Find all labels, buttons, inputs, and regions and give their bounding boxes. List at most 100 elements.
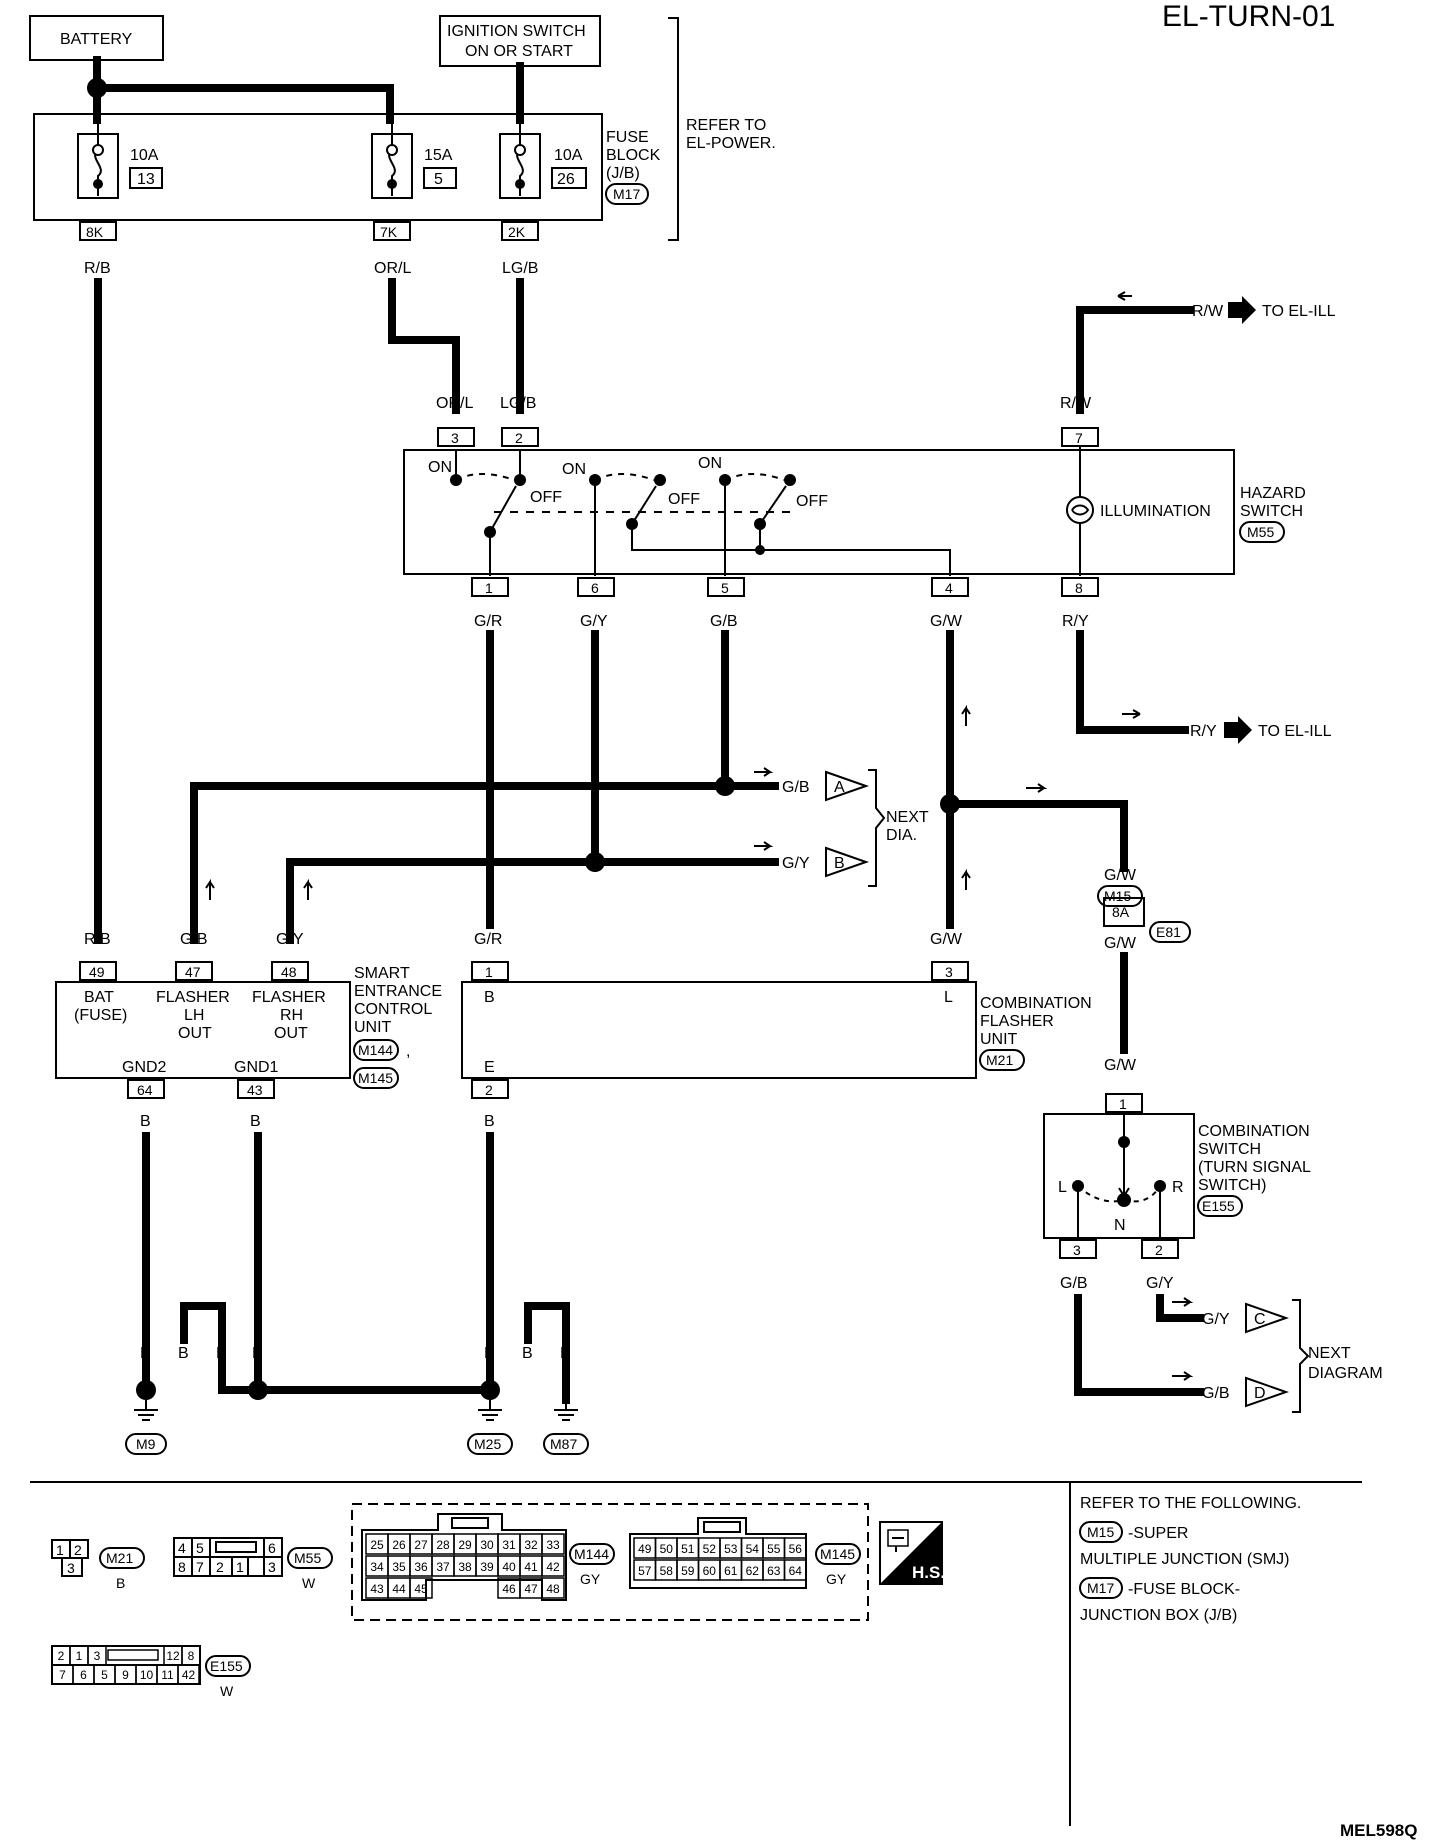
svg-text:JUNCTION BOX (J/B): JUNCTION BOX (J/B) [1080, 1607, 1237, 1624]
to-el-ill-top: R/W TO EL-ILL [1076, 291, 1336, 414]
svg-text:G/Y: G/Y [1202, 1311, 1230, 1328]
hazard-pin-5: 5 [721, 580, 729, 596]
svg-text:DIAGRAM: DIAGRAM [1308, 1365, 1383, 1382]
m144-cavity-48: 48 [546, 1582, 560, 1596]
e155-cavity-11: 11 [161, 1668, 174, 1682]
svg-text:26: 26 [557, 171, 575, 188]
m145-cavity-56: 56 [789, 1542, 803, 1556]
svg-text:B: B [216, 1345, 227, 1362]
svg-text:ON: ON [562, 461, 586, 478]
m145-cavity-54: 54 [746, 1542, 760, 1556]
hazard-switch: OR/L LG/B R/W 3 2 7 ON ON ON OFF OFF OFF [403, 395, 1306, 630]
m145-cavity-53: 53 [724, 1542, 738, 1556]
svg-text:3: 3 [268, 1559, 276, 1575]
m144-cavity-32: 32 [524, 1538, 538, 1552]
svg-text:R/Y: R/Y [1190, 723, 1217, 740]
svg-text:RH: RH [280, 1007, 303, 1024]
svg-text:R/W: R/W [1192, 303, 1224, 320]
svg-text:G/Y: G/Y [782, 855, 810, 872]
m145-cavity-51: 51 [681, 1542, 695, 1556]
svg-text:CONTROL: CONTROL [354, 1001, 432, 1018]
svg-text:GND1: GND1 [234, 1059, 279, 1076]
svg-text:ENTRANCE: ENTRANCE [354, 983, 442, 1000]
smart-entrance-control-unit: R/B G/B G/Y 49 47 48 BAT (FUSE) FLASHER … [55, 931, 442, 1130]
svg-text:2: 2 [485, 1082, 493, 1098]
next-diagram-connector: G/Y C G/B D NEXT DIAGRAM [1074, 1294, 1383, 1413]
svg-text:G/R: G/R [474, 931, 502, 948]
m145-cavity-59: 59 [681, 1564, 695, 1578]
svg-text:-SUPER: -SUPER [1128, 1525, 1188, 1542]
m144-cavity-31: 31 [502, 1538, 516, 1552]
svg-text:7K: 7K [380, 224, 398, 240]
svg-text:G/W: G/W [930, 613, 963, 630]
svg-text:COMBINATION: COMBINATION [980, 995, 1092, 1012]
e155-cavity-9: 9 [122, 1668, 129, 1682]
svg-text:3: 3 [67, 1560, 75, 1576]
svg-text:NEXT: NEXT [886, 809, 929, 826]
svg-text:L: L [944, 989, 953, 1006]
e155-cavity-8: 8 [188, 1649, 195, 1663]
svg-text:G/B: G/B [782, 779, 810, 796]
svg-text:7: 7 [196, 1559, 204, 1575]
terminal-8k: 8K [79, 221, 117, 241]
wire-g-b-flasher-lh [190, 782, 779, 944]
svg-text:SMART: SMART [354, 965, 410, 982]
svg-text:OR/L: OR/L [436, 395, 473, 412]
svg-text:G/W: G/W [1104, 1057, 1137, 1074]
svg-text:TO EL-ILL: TO EL-ILL [1258, 723, 1332, 740]
svg-text:FLASHER: FLASHER [980, 1013, 1054, 1030]
svg-text:8K: 8K [86, 224, 104, 240]
svg-text:M21: M21 [106, 1550, 133, 1566]
svg-text:15A: 15A [424, 147, 453, 164]
e155-cavity-3: 3 [94, 1649, 101, 1663]
m145-cell-box [783, 1537, 807, 1559]
svg-text:G/Y: G/Y [580, 613, 608, 630]
m144-cavity-44: 44 [392, 1582, 406, 1596]
svg-text:48: 48 [281, 964, 297, 980]
connector-m55: 4 5 6 8 7 2 1 3 M55 W [173, 1537, 333, 1591]
combination-flasher-unit: G/R G/W 1 3 B L E 2 B COMBINATION FLASHE… [461, 931, 1092, 1130]
svg-text:8A: 8A [1112, 904, 1130, 920]
svg-text:B: B [834, 855, 845, 872]
svg-text:G/B: G/B [1202, 1385, 1230, 1402]
e155-cavity-2: 2 [58, 1649, 65, 1663]
svg-text:DIA.: DIA. [886, 827, 917, 844]
m144-cavity-29: 29 [458, 1538, 472, 1552]
svg-text:B: B [484, 989, 495, 1006]
m145-cavity-61: 61 [724, 1564, 738, 1578]
m144-cavity-28: 28 [436, 1538, 450, 1552]
m144-cavity-36: 36 [414, 1560, 428, 1574]
svg-text:G/W: G/W [1104, 867, 1137, 884]
m145-cavity-55: 55 [767, 1542, 781, 1556]
fuse-15a-5: 15A 5 [371, 122, 457, 199]
svg-text:B: B [522, 1345, 533, 1362]
m145-cavity-52: 52 [703, 1542, 717, 1556]
svg-text:1: 1 [485, 964, 493, 980]
svg-text:5: 5 [196, 1540, 204, 1556]
svg-text:13: 13 [137, 171, 155, 188]
e155-cavity-7: 7 [59, 1668, 66, 1682]
m144-cavity-47: 47 [524, 1582, 538, 1596]
svg-text:ON: ON [428, 459, 452, 476]
hazard-pin-4: 4 [945, 580, 953, 596]
svg-text:M17: M17 [1087, 1580, 1114, 1596]
svg-text:G/B: G/B [1060, 1275, 1088, 1292]
svg-text:E155: E155 [1202, 1198, 1235, 1214]
svg-text:G/B: G/B [180, 931, 208, 948]
svg-text:W: W [220, 1683, 234, 1699]
svg-text:N: N [1114, 1217, 1126, 1234]
battery-box: BATTERY [29, 15, 164, 61]
svg-text:10A: 10A [130, 147, 159, 164]
svg-text:B: B [252, 1345, 263, 1362]
svg-text:OUT: OUT [274, 1025, 308, 1042]
hazard-pin-6: 6 [591, 580, 599, 596]
svg-text:43: 43 [247, 1082, 263, 1098]
svg-text:GY: GY [580, 1571, 601, 1587]
m145-cavity-62: 62 [746, 1564, 760, 1578]
refer-line2: EL-POWER. [686, 135, 776, 152]
fuse-10a-26: 10A 26 [499, 122, 587, 199]
fuse-block-line3: (J/B) [606, 165, 640, 182]
m144-cavity-25: 25 [370, 1538, 384, 1552]
m145-cell-box [783, 1559, 807, 1581]
